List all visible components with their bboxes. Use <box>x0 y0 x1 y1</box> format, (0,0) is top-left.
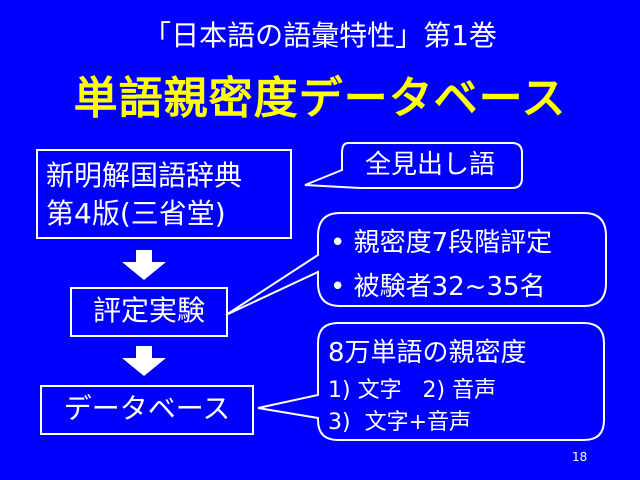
source-dictionary-box: 新明解国語辞典 第4版(三省堂) <box>36 149 292 239</box>
callout-rating-item-1: • 親密度7段階評定 <box>330 228 553 258</box>
database-box: データベース <box>40 385 254 435</box>
callout-rating-item-2: • 被験者32~35名 <box>330 272 546 302</box>
source-line-2: 第4版(三省堂) <box>46 197 226 230</box>
callout-output-line-2: 1) 文字 2) 音声 <box>328 378 497 403</box>
callout-output-shape <box>257 322 605 441</box>
source-line-1: 新明解国語辞典 <box>46 159 243 192</box>
callout-headwords-shape <box>304 142 523 189</box>
slide-title: 単語親密度データベース <box>73 73 567 124</box>
experiment-box: 評定実験 <box>70 287 228 337</box>
callout-output-heading: 8万単語の親密度 <box>328 338 527 368</box>
callout-rating-shape <box>225 212 607 316</box>
page-number: 18 <box>572 450 588 464</box>
callout-headwords-text: 全見出し語 <box>364 150 495 180</box>
slide-subtitle: 「日本語の語彙特性」第1巻 <box>143 19 497 52</box>
down-arrow-icon <box>122 346 166 376</box>
callout-output-line-3: 3) 文字+音声 <box>328 410 472 435</box>
down-arrow-icon <box>122 250 166 280</box>
